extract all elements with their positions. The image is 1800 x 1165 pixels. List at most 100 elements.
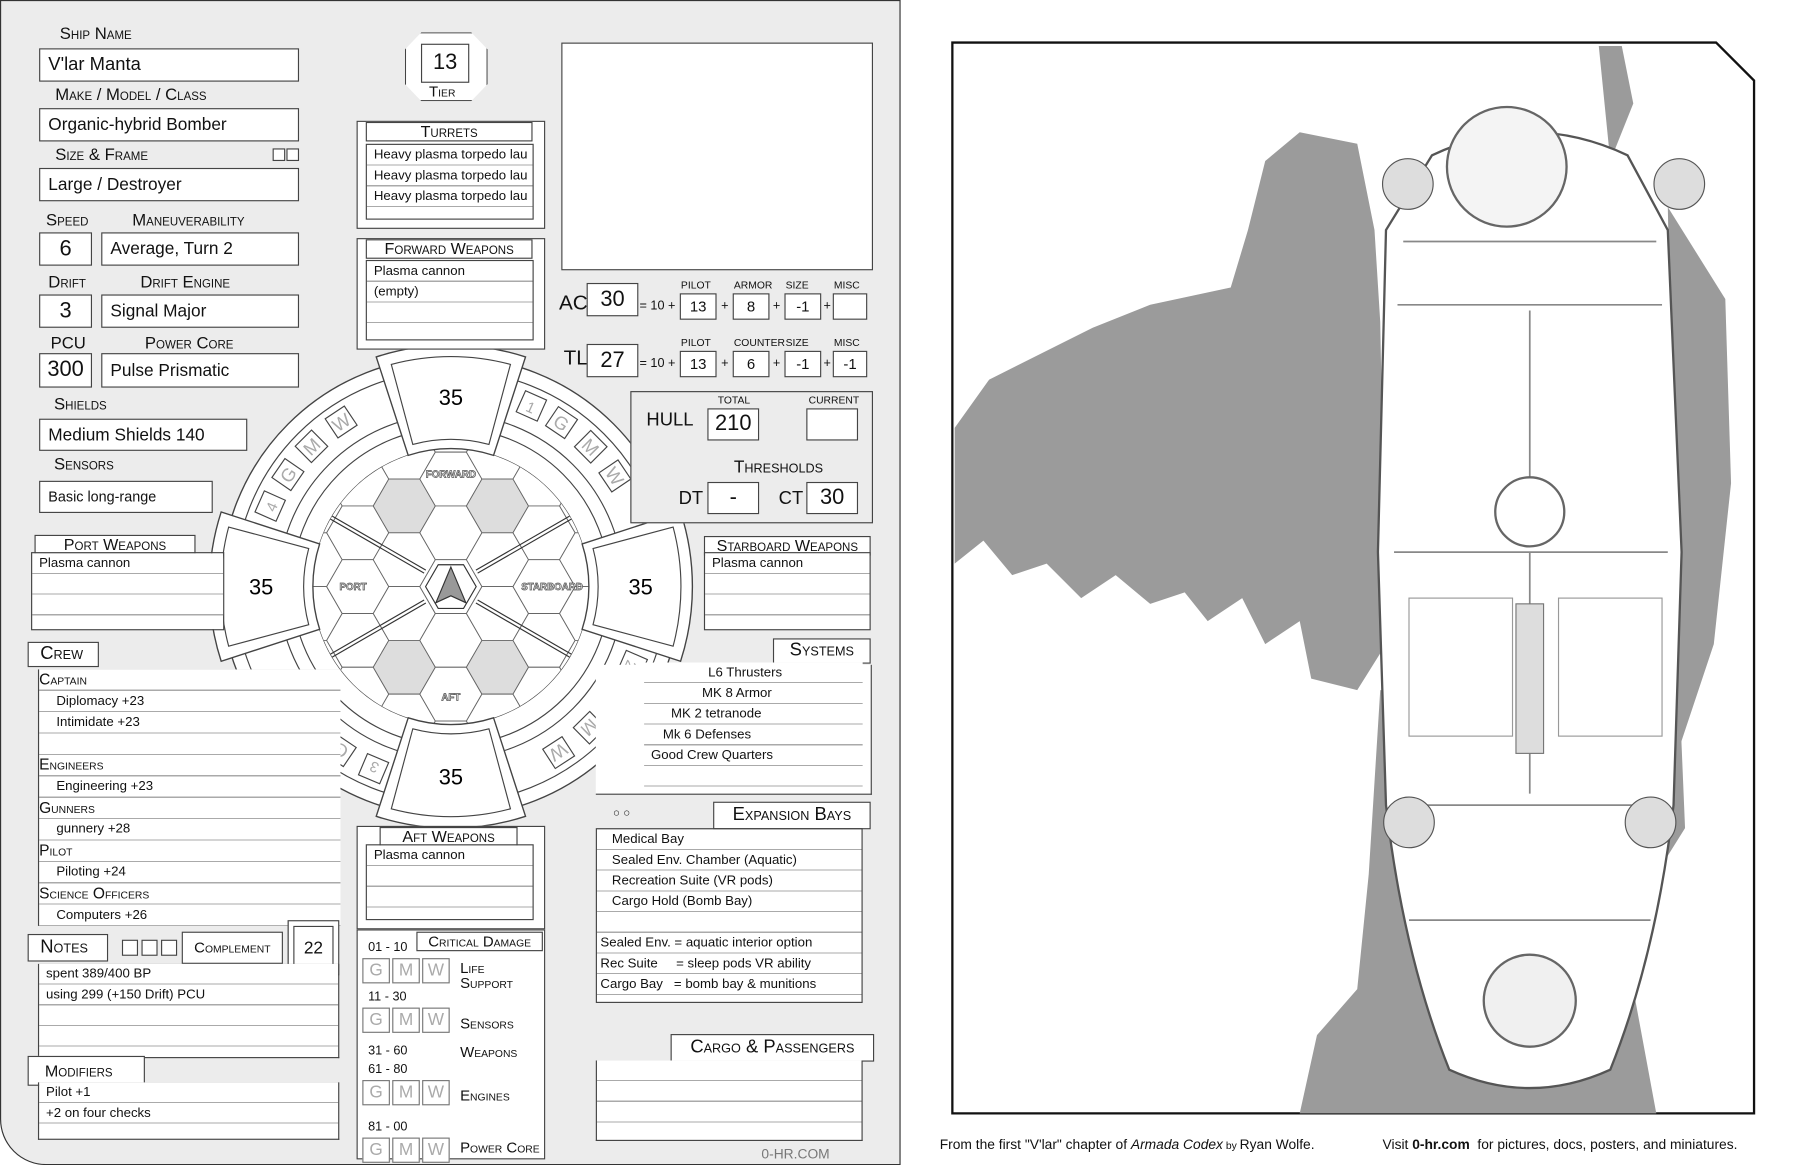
crit-state-w-box[interactable]: W: [422, 1137, 450, 1163]
modifier-item[interactable]: Pilot +1: [46, 1085, 91, 1100]
notes-checkbox[interactable]: [161, 939, 178, 956]
sensors-field[interactable]: Basic long-range: [39, 480, 213, 513]
crit-state-w-box[interactable]: W: [422, 958, 450, 984]
ac-component-field[interactable]: [832, 293, 868, 320]
shields-field[interactable]: Medium Shields 140: [39, 418, 248, 451]
hull-current-field[interactable]: [806, 408, 859, 441]
crew-skill[interactable]: Piloting +24: [56, 865, 126, 880]
modifier-item[interactable]: +2 on four checks: [46, 1106, 151, 1121]
forward-weapon-item[interactable]: Plasma cannon: [373, 264, 466, 279]
crew-skill[interactable]: Engineering +23: [56, 779, 154, 794]
ac-plus: +: [772, 299, 781, 313]
crew-skill[interactable]: Diplomacy +23: [56, 694, 145, 709]
visit-site-link[interactable]: 0-hr.com: [1412, 1136, 1470, 1153]
ac-component-field[interactable]: 13: [679, 293, 717, 320]
tl-component-field[interactable]: -1: [832, 350, 868, 378]
crit-range: 61 - 80: [368, 1062, 408, 1077]
size-field[interactable]: Large / Destroyer: [39, 167, 300, 202]
notes-header: Notes: [27, 933, 109, 962]
system-item[interactable]: Good Crew Quarters: [651, 748, 774, 763]
power-core-field[interactable]: Pulse Prismatic: [101, 353, 300, 388]
drift-field[interactable]: 3: [39, 294, 93, 328]
ship-image-box[interactable]: [561, 42, 874, 271]
crit-system: Power Core: [460, 1138, 540, 1156]
expansion-bay-item[interactable]: Cargo Hold (Bomb Bay): [611, 894, 753, 909]
expansion-bay-item[interactable]: Cargo Bay = bomb bay & munitions: [600, 977, 817, 992]
crit-system: Life Support: [460, 959, 514, 992]
crew-skill[interactable]: gunnery +28: [56, 822, 131, 837]
make-field[interactable]: Organic-hybrid Bomber: [39, 108, 300, 142]
crit-state-g-box[interactable]: G: [362, 1007, 390, 1033]
ac-col-label: Size: [785, 279, 809, 292]
ac-col-label: Misc: [833, 279, 860, 292]
crew-skill[interactable]: Computers +26: [56, 908, 148, 922]
tl-component-field[interactable]: 6: [732, 350, 770, 378]
crew-role: Science Officers: [39, 884, 150, 902]
crit-state-g-box[interactable]: G: [362, 958, 390, 984]
ship-name-field[interactable]: V'lar Manta: [39, 48, 300, 82]
drift-engine-field[interactable]: Signal Major: [101, 294, 300, 328]
expansion-bay-item[interactable]: Medical Bay: [611, 832, 684, 847]
expansion-bay-item[interactable]: Recreation Suite (VR pods): [611, 874, 773, 888]
notes-checkbox[interactable]: [121, 939, 139, 956]
ac-field[interactable]: 30: [586, 282, 639, 317]
cargo-header: Cargo & Passengers: [670, 1034, 875, 1062]
crit-state-m-box[interactable]: M: [392, 1080, 420, 1106]
hull-total-field[interactable]: 210: [707, 408, 760, 441]
frame-checkbox[interactable]: [286, 148, 300, 162]
forward-weapon-item[interactable]: (empty): [373, 285, 419, 300]
ac-plus: +: [823, 299, 831, 313]
tl-field[interactable]: 27: [586, 343, 639, 378]
tier-field[interactable]: 13: [420, 43, 470, 83]
crew-role: Captain: [39, 670, 87, 688]
crew-skill[interactable]: [39, 734, 340, 755]
crit-state-g-box[interactable]: G: [362, 1080, 390, 1106]
ct-field[interactable]: 30: [806, 481, 859, 515]
turret-item[interactable]: Heavy plasma torpedo lau: [373, 189, 528, 204]
note-item[interactable]: using 299 (+150 Drift) PCU: [46, 988, 206, 1002]
tl-plus: +: [823, 356, 831, 371]
maneuver-field[interactable]: Average, Turn 2: [101, 232, 300, 266]
ac-label: AC: [558, 291, 588, 315]
tl-component-field[interactable]: -1: [784, 350, 822, 378]
notes-checkbox[interactable]: [141, 939, 158, 956]
starboard-weapon-item[interactable]: Plasma cannon: [711, 556, 804, 571]
crit-state-m-box[interactable]: M: [392, 958, 420, 984]
expansion-bay-item[interactable]: Rec Suite = sleep pods VR ability: [600, 956, 812, 971]
port-weapon-item[interactable]: Plasma cannon: [39, 556, 131, 571]
tl-component-field[interactable]: 13: [679, 350, 717, 378]
thresholds-label: Thresholds: [733, 457, 824, 478]
modifiers-list: Pilot +1 +2 on four checks: [37, 1082, 340, 1140]
tl-col-label: Counter: [733, 337, 786, 349]
note-item[interactable]: spent 389/400 BP: [46, 967, 152, 982]
speed-field[interactable]: 6: [39, 232, 93, 266]
system-item[interactable]: Mk 6 Defenses: [662, 728, 752, 742]
crit-state-w-box[interactable]: W: [422, 1080, 450, 1106]
crew-skill[interactable]: Intimidate +23: [56, 715, 140, 730]
crit-state-m-box[interactable]: M: [392, 1007, 420, 1033]
ac-component-field[interactable]: 8: [732, 293, 770, 320]
system-item[interactable]: L6 Thrusters: [708, 665, 783, 680]
crit-state-g-box[interactable]: G: [362, 1137, 390, 1163]
expansion-bay-item[interactable]: Sealed Env. = aquatic interior option: [600, 936, 813, 951]
critical-damage-header: Critical Damage: [416, 931, 543, 952]
pcu-field[interactable]: 300: [39, 353, 93, 388]
turret-item[interactable]: Heavy plasma torpedo lau: [373, 148, 528, 163]
crit-system: Sensors: [460, 1014, 514, 1032]
systems-list: L6 Thrusters MK 8 Armor MK 2 tetranode Mk 6…: [644, 662, 863, 787]
expansion-bay-item[interactable]: [597, 912, 862, 933]
expansion-bay-item[interactable]: Sealed Env. Chamber (Aquatic): [611, 853, 797, 868]
size-checkbox[interactable]: [272, 148, 286, 162]
system-item[interactable]: MK 8 Armor: [701, 686, 772, 701]
crit-state-w-box[interactable]: W: [422, 1007, 450, 1033]
crit-state-m-box[interactable]: M: [392, 1137, 420, 1163]
aft-weapon-item[interactable]: Plasma cannon: [373, 848, 466, 863]
caption-by: by: [1222, 1139, 1240, 1152]
tier-label: Tier: [429, 82, 456, 101]
dt-field[interactable]: -: [707, 481, 760, 515]
turret-item[interactable]: Heavy plasma torpedo lau: [373, 169, 528, 183]
ac-component-field[interactable]: -1: [784, 293, 822, 320]
system-item[interactable]: MK 2 tetranode: [670, 707, 762, 722]
cargo-list[interactable]: [595, 1060, 863, 1141]
